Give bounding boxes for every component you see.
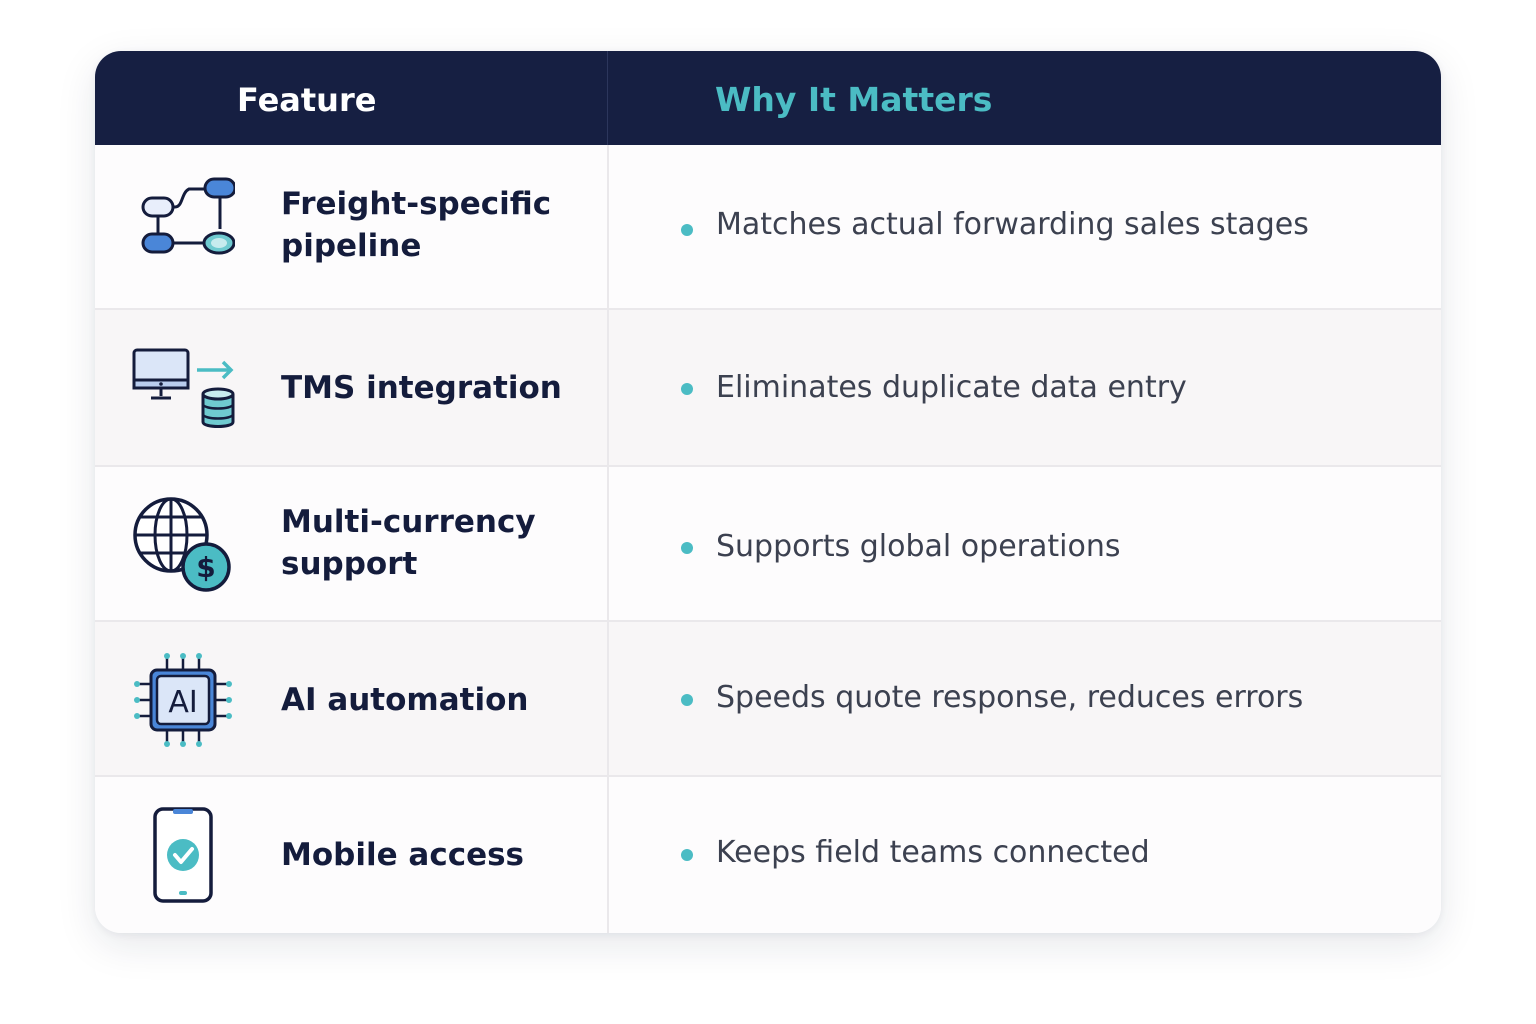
- feature-label: Freight-specific pipeline: [281, 186, 552, 264]
- benefit-text: Supports global operations: [716, 529, 1121, 564]
- feature-label: Multi-currency support: [281, 504, 536, 582]
- benefit-text: Eliminates duplicate data entry: [716, 370, 1187, 405]
- ai-chip-icon: AI: [131, 648, 235, 752]
- currency-symbol: $: [196, 551, 215, 584]
- table-header: Feature Why It Matters: [95, 51, 1441, 145]
- header-why-it-matters: Why It Matters: [715, 80, 993, 119]
- column-divider: [607, 622, 609, 777]
- benefit-text: Speeds quote response, reduces errors: [716, 680, 1304, 715]
- table-row: Freight-specific pipeline Matches actual…: [95, 145, 1441, 308]
- column-divider: [607, 467, 609, 622]
- column-divider: [607, 145, 609, 308]
- column-divider: [607, 310, 609, 465]
- column-divider: [607, 777, 609, 933]
- computer-database-sync-icon: [131, 340, 235, 444]
- table-row: TMS integration Eliminates duplicate dat…: [95, 308, 1441, 465]
- feature-label: AI automation: [281, 682, 529, 718]
- globe-currency-icon: $: [131, 495, 235, 599]
- bullet-dot: [681, 849, 693, 861]
- bullet-dot: [681, 542, 693, 554]
- mobile-check-icon: [131, 805, 235, 909]
- feature-label: TMS integration: [281, 370, 562, 406]
- header-divider: [607, 51, 608, 145]
- header-feature: Feature: [237, 81, 377, 119]
- bullet-dot: [681, 224, 693, 236]
- table-row: $ Multi-currency support Supports global…: [95, 465, 1441, 622]
- table-row: AI AI automation Speeds quote response, …: [95, 620, 1441, 777]
- ai-chip-text: AI: [168, 685, 197, 720]
- pipeline-flow-icon: [131, 173, 235, 277]
- benefit-text: Keeps field teams connected: [716, 835, 1150, 870]
- feature-comparison-table: Feature Why It Matters Freight-specific …: [95, 51, 1441, 933]
- benefit-text: Matches actual forwarding sales stages: [716, 207, 1309, 242]
- bullet-dot: [681, 383, 693, 395]
- bullet-dot: [681, 694, 693, 706]
- feature-label: Mobile access: [281, 837, 525, 873]
- table-row: Mobile access Keeps field teams connecte…: [95, 775, 1441, 933]
